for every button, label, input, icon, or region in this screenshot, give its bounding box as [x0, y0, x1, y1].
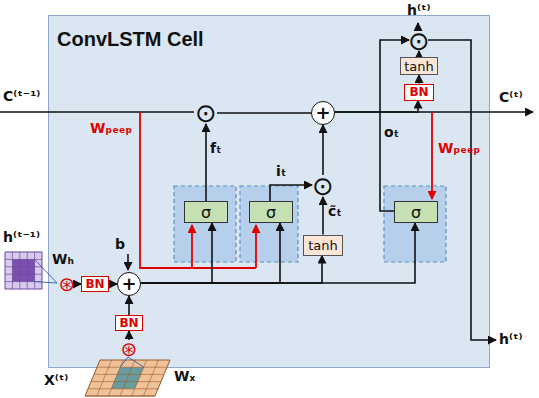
wire: [191, 225, 193, 268]
connector: [109, 283, 117, 285]
sum-node: +: [117, 272, 141, 296]
connector: [380, 40, 409, 211]
node-label: ⊛: [59, 274, 76, 294]
gate-block: [174, 186, 236, 262]
node-label: tanh: [404, 59, 434, 74]
node-label: ⊙: [408, 28, 430, 54]
output-label: h⁽ᵗ⁾: [407, 2, 430, 18]
connector: [217, 112, 311, 114]
wire: [140, 112, 256, 268]
connector: [335, 101, 418, 113]
kernel-window: [12, 259, 34, 281]
node-label: BN: [85, 277, 104, 291]
connector: [322, 125, 324, 175]
node-label: +: [121, 275, 136, 293]
gate-signal-label: c̃ₜ: [328, 203, 342, 219]
node-label: BN: [409, 85, 428, 99]
grid-line: [132, 360, 147, 396]
input-gate: σ: [249, 201, 293, 223]
signal-label: C⁽ᵗ⁻¹⁾: [3, 88, 40, 104]
grid-line: [120, 360, 135, 396]
wire: [0, 111, 194, 113]
connector: [141, 223, 280, 283]
gate-signal-label: oₜ: [384, 124, 399, 140]
batch-norm: BN: [115, 315, 143, 331]
output-gate: σ: [394, 201, 438, 223]
grid-line: [34, 252, 35, 289]
grid-line: [85, 396, 155, 397]
connector: [128, 296, 130, 315]
node-label: ConvLSTM Cell: [57, 28, 204, 51]
candidate-tanh: tanh: [303, 235, 343, 256]
connector: [141, 223, 415, 283]
kernel-line: [35, 282, 57, 283]
hadamard-product: ⊙: [312, 175, 334, 197]
connector: [270, 185, 312, 201]
peephole-weight: Wₚₑₑₚ: [438, 140, 480, 156]
wire: [417, 23, 419, 30]
node-label: ⊙: [312, 173, 334, 199]
grid-line: [143, 360, 158, 396]
connector: [128, 331, 130, 340]
connector: [141, 256, 322, 284]
node-label: ⊛: [121, 339, 138, 359]
kernel-line: [120, 357, 128, 367]
convolution-symbol: ⊛: [58, 275, 76, 293]
hadamard-product: ⊙: [409, 31, 429, 51]
grid-line: [91, 381, 161, 382]
wire: [431, 112, 433, 199]
wire: [255, 225, 257, 268]
wire: [127, 254, 129, 270]
signal-label: C⁽ᵗ⁾: [499, 89, 523, 105]
grid-line: [5, 274, 42, 275]
node-label: BN: [119, 316, 138, 330]
grid-line: [88, 388, 158, 389]
bias-label: b: [115, 236, 125, 252]
signal-label: X⁽ᵗ⁾: [44, 372, 68, 388]
hadamard-product: ⊙: [195, 102, 217, 124]
node-label: σ: [201, 203, 211, 222]
peephole-weight: Wₚₑₑₚ: [90, 120, 132, 136]
grid-line: [5, 266, 42, 267]
feature-map: [85, 360, 170, 396]
feature-map: [5, 252, 42, 289]
convolution-symbol: ⊛: [120, 340, 138, 358]
grid-line: [12, 252, 13, 289]
connector: [418, 75, 420, 84]
connector: [418, 51, 420, 57]
weight-label: Wₕ: [52, 251, 74, 267]
output-label: h⁽ᵗ⁾: [499, 331, 522, 347]
wire: [428, 40, 496, 340]
gate-block: [240, 186, 298, 262]
gate-signal-label: iₜ: [276, 163, 286, 179]
connector: [76, 283, 81, 285]
sum-node: +: [311, 101, 335, 125]
grid-line: [97, 360, 112, 396]
output-tanh: tanh: [400, 57, 438, 75]
batch-norm: BN: [404, 84, 434, 101]
node-label: σ: [266, 203, 276, 222]
signal-label: h⁽ᵗ⁻¹⁾: [3, 229, 40, 245]
kernel-line: [128, 357, 144, 367]
connector: [205, 124, 207, 201]
node-label: ⊙: [195, 100, 217, 126]
forget-gate: σ: [184, 201, 228, 223]
connector: [141, 223, 212, 283]
node-label: +: [315, 104, 330, 122]
grid-line: [5, 259, 42, 260]
grid-line: [19, 252, 20, 289]
node-label: σ: [411, 203, 421, 222]
connector: [322, 197, 324, 235]
batch-norm: BN: [81, 276, 109, 292]
weight-label: Wₓ: [174, 368, 195, 384]
node-label: tanh: [308, 238, 338, 253]
grid-line: [27, 252, 28, 289]
gate-signal-label: fₜ: [210, 140, 222, 156]
